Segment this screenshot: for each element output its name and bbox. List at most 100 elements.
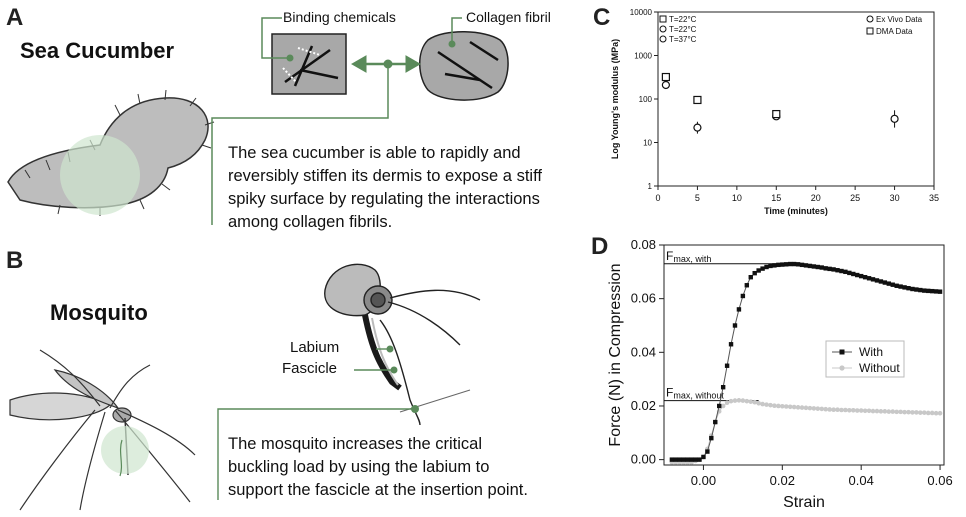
sea-cucumber-description: The sea cucumber is able to rapidly and … — [228, 142, 542, 234]
sea-cucumber-title: Sea Cucumber — [20, 38, 175, 63]
without-point — [823, 406, 828, 412]
with-point — [803, 263, 809, 268]
without-point — [791, 404, 797, 410]
x-tick-label: 25 — [850, 193, 860, 203]
without-point — [858, 408, 864, 413]
inset-marker — [659, 25, 667, 33]
with-point — [780, 262, 785, 267]
fmax-label: Fmax, with — [666, 249, 711, 264]
with-point — [713, 419, 718, 425]
x-tick-label: 0.06 — [927, 473, 952, 488]
description-line: buckling load by using the labium to — [228, 458, 490, 476]
with-point — [791, 261, 797, 267]
with-point — [724, 363, 730, 368]
without-point — [898, 409, 903, 415]
description-line: The mosquito increases the critical — [228, 435, 483, 453]
without-point — [925, 410, 931, 416]
with-point — [831, 267, 836, 272]
without-point — [776, 403, 781, 409]
with-point — [866, 276, 872, 281]
dma-point — [772, 109, 781, 119]
x-tick-label: 0.02 — [770, 473, 795, 488]
y-tick-label: 0.06 — [631, 291, 656, 306]
with-point — [681, 457, 686, 462]
fmax-label-main: F — [666, 249, 673, 263]
with-point — [776, 262, 781, 268]
with-point — [878, 279, 884, 284]
panel-b-illustration — [9, 263, 481, 511]
without-point — [882, 409, 888, 414]
with-point — [705, 449, 710, 454]
without-point — [850, 407, 856, 413]
with-point — [795, 262, 801, 267]
inset-legend-label: T=37°C — [669, 35, 697, 44]
with-point — [717, 403, 722, 409]
inset-legend-label: T=22°C — [669, 15, 697, 24]
legend-label: Without — [859, 361, 900, 375]
without-point — [870, 408, 876, 414]
y-axis-label: Force (N) in Compression — [607, 263, 624, 446]
y-tick-label: 10 — [643, 139, 652, 148]
without-point — [768, 402, 773, 408]
with-point — [855, 272, 860, 278]
y-tick-label: 10000 — [630, 8, 653, 17]
without-point — [878, 409, 884, 414]
without-point — [918, 410, 923, 415]
y-tick-label: 0.04 — [631, 344, 656, 359]
without-point — [752, 399, 758, 405]
collagen-fibril-label: Collagen fibril — [466, 9, 551, 25]
fmax-label-main: F — [666, 386, 673, 400]
without-point — [724, 400, 730, 406]
x-tick-label: 0 — [655, 193, 660, 203]
with-point — [922, 288, 927, 293]
with-point — [799, 262, 805, 268]
with-point — [874, 278, 880, 283]
binding-chemicals-diagram — [261, 17, 347, 95]
with-point — [894, 283, 899, 288]
with-point — [669, 457, 675, 462]
with-point — [756, 268, 761, 273]
without-point — [811, 406, 817, 411]
y-tick-label: 0.08 — [631, 237, 656, 252]
legend-marker-dma — [866, 27, 874, 35]
collagen-fibril-diagram — [419, 17, 509, 101]
ex-vivo-point — [693, 123, 702, 132]
without-point — [839, 407, 844, 413]
with-point — [882, 280, 888, 285]
legend-box — [825, 340, 905, 378]
with-point — [768, 263, 773, 269]
x-tick-label: 0.04 — [849, 473, 874, 488]
panel-d-letter: D — [591, 233, 609, 260]
without-point — [720, 403, 726, 409]
without-point — [890, 409, 896, 414]
with-point — [862, 274, 868, 280]
with-point — [827, 266, 832, 272]
without-point — [764, 402, 769, 407]
with-point — [839, 268, 844, 274]
legend-label: With — [859, 345, 883, 359]
with-point — [847, 270, 852, 276]
with-point — [732, 323, 738, 328]
fmax-label: Fmax, without — [666, 386, 724, 401]
with-point — [787, 261, 793, 267]
mosquito-description: The mosquito increases the critical buck… — [228, 433, 528, 502]
y-tick-label: 1 — [648, 182, 653, 191]
binding-chemicals-label: Binding chemicals — [283, 9, 396, 25]
with-point — [740, 293, 746, 299]
with-point — [890, 282, 895, 287]
with-point — [858, 273, 864, 279]
with-point — [902, 285, 907, 290]
without-point — [937, 410, 943, 416]
labium-label: Labium — [290, 339, 340, 356]
panel-a-letter: A — [6, 4, 24, 31]
with-point — [851, 271, 856, 277]
with-point — [701, 454, 706, 460]
with-point — [937, 289, 943, 294]
without-point — [783, 404, 789, 409]
with-point — [933, 289, 939, 294]
sea-cucumber-illustration — [7, 89, 215, 216]
with-point — [918, 287, 923, 293]
with-point — [823, 266, 828, 271]
